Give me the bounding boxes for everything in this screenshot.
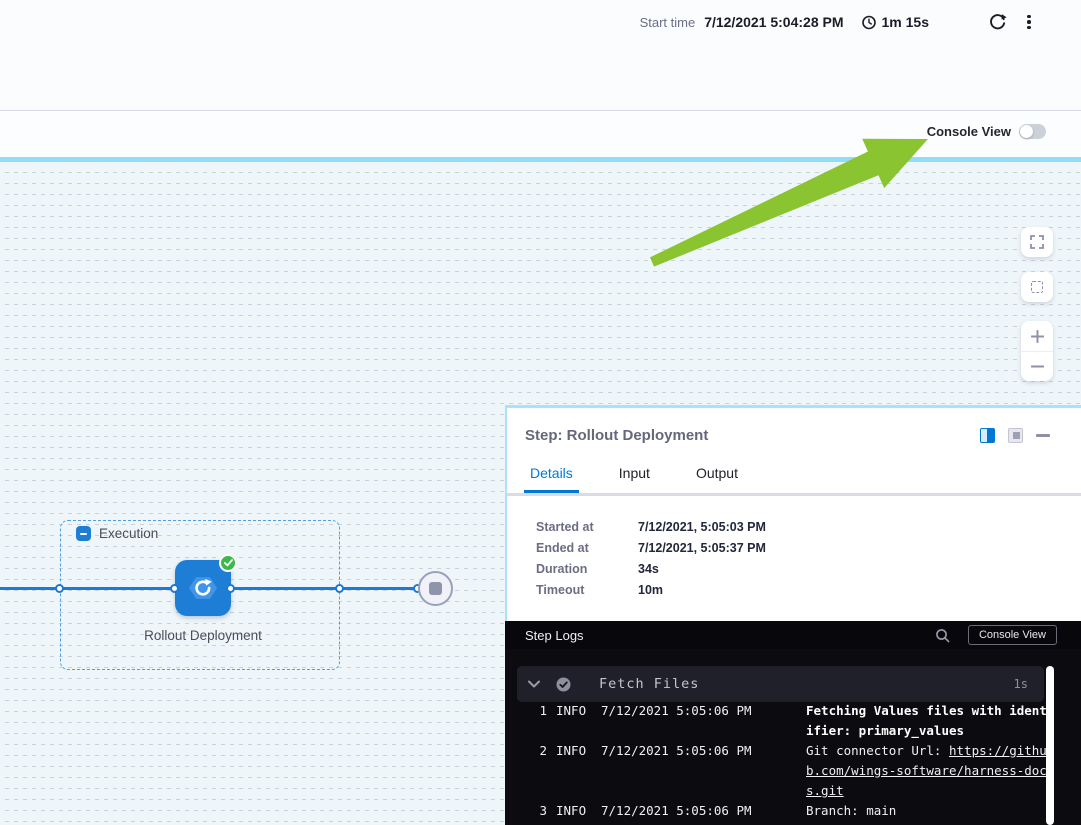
log-body: Fetch Files 1s 1INFO7/12/2021 5:05:06 PM… (505, 649, 1081, 825)
log-message: Fetching Values files with identifier: p… (806, 701, 1049, 741)
execution-meta: Start time 7/12/2021 5:04:28 PM 1m 15s (640, 10, 1041, 34)
detail-label: Timeout (536, 583, 638, 597)
connection-point[interactable] (335, 584, 344, 593)
log-row: 1INFO7/12/2021 5:05:06 PMFetching Values… (505, 701, 1079, 741)
minus-icon (1030, 359, 1045, 374)
detail-label: Duration (536, 562, 638, 576)
toggle-knob (1020, 125, 1033, 138)
log-message: Branch: main (806, 801, 1049, 821)
console-view-toggle[interactable] (1019, 124, 1046, 139)
log-rows: 1INFO7/12/2021 5:05:06 PMFetching Values… (505, 701, 1079, 821)
start-time-value: 7/12/2021 5:04:28 PM (704, 14, 843, 30)
node-label: Rollout Deployment (143, 625, 263, 647)
connection-point[interactable] (226, 584, 235, 593)
log-section-name: Fetch Files (599, 676, 1014, 692)
detail-value: 7/12/2021, 5:05:37 PM (638, 541, 766, 555)
clock-icon (861, 14, 877, 30)
fit-to-screen-button[interactable] (1021, 272, 1053, 302)
canvas-header-bar: Console View (0, 112, 1081, 157)
tab-output[interactable]: Output (690, 465, 744, 491)
step-logs-header: Step Logs Console View (505, 621, 1081, 649)
detail-label: Started at (536, 520, 638, 534)
log-message: Git connector Url: https://github.com/wi… (806, 741, 1049, 801)
end-node[interactable] (418, 571, 453, 606)
chevron-down-icon (528, 680, 540, 688)
zoom-buttons (1021, 321, 1053, 381)
dock-left-icon[interactable] (980, 428, 995, 443)
console-view-label: Console View (927, 124, 1011, 139)
more-options-button[interactable] (1017, 10, 1041, 34)
fullscreen-button[interactable] (1021, 227, 1053, 257)
step-details: Started at 7/12/2021, 5:05:03 PM Ended a… (536, 520, 766, 604)
kebab-icon (1027, 15, 1031, 30)
panel-tabs: Details Input Output (524, 465, 744, 491)
step-logs-title: Step Logs (525, 628, 935, 643)
log-console-view-button[interactable]: Console View (968, 625, 1057, 645)
elapsed-time: 1m 15s (861, 14, 929, 30)
tab-divider (507, 493, 1081, 496)
rollout-icon (187, 572, 219, 609)
start-time-label: Start time (640, 15, 696, 30)
collapse-group-button[interactable] (76, 526, 91, 541)
search-icon (935, 628, 950, 643)
minimize-panel-button[interactable] (1036, 434, 1050, 437)
detail-row-duration: Duration 34s (536, 562, 766, 576)
check-circle-icon (556, 677, 571, 692)
detail-row-timeout: Timeout 10m (536, 583, 766, 597)
tab-details[interactable]: Details (524, 465, 579, 491)
panel-title: Step: Rollout Deployment (525, 427, 980, 444)
fullscreen-icon (1030, 235, 1044, 249)
zoom-in-button[interactable] (1021, 321, 1053, 351)
step-details-panel: Step: Rollout Deployment Details Input O… (505, 405, 1081, 825)
log-row: 3INFO7/12/2021 5:05:06 PMBranch: main (505, 801, 1079, 821)
connection-point[interactable] (170, 584, 179, 593)
tab-input[interactable]: Input (613, 465, 656, 491)
detail-label: Ended at (536, 541, 638, 555)
dock-right-icon[interactable] (1008, 428, 1023, 443)
canvas-top-border (0, 157, 1081, 162)
plus-icon (1030, 329, 1045, 344)
canvas-controls (1021, 227, 1053, 381)
fit-icon (1031, 281, 1043, 293)
stop-square-icon (429, 582, 442, 595)
elapsed-value: 1m 15s (882, 14, 929, 30)
log-search-button[interactable] (935, 628, 950, 643)
connection-point[interactable] (55, 584, 64, 593)
zoom-out-button[interactable] (1021, 351, 1053, 381)
success-check-icon (219, 554, 237, 572)
detail-row-started: Started at 7/12/2021, 5:05:03 PM (536, 520, 766, 534)
log-row: 2INFO7/12/2021 5:05:06 PMGit connector U… (505, 741, 1079, 801)
log-section-fetch-files[interactable]: Fetch Files 1s (517, 666, 1044, 702)
refresh-button[interactable] (985, 10, 1009, 34)
log-scrollbar[interactable] (1046, 666, 1054, 825)
rollout-deployment-node[interactable] (175, 560, 231, 616)
log-section-duration: 1s (1014, 677, 1028, 691)
detail-row-ended: Ended at 7/12/2021, 5:05:37 PM (536, 541, 766, 555)
detail-value: 34s (638, 562, 659, 576)
minus-icon (80, 533, 87, 535)
execution-group-label: Execution (99, 526, 158, 541)
step-logs-panel: Step Logs Console View Fetch Files 1s (505, 621, 1081, 825)
detail-value: 7/12/2021, 5:05:03 PM (638, 520, 766, 534)
detail-value: 10m (638, 583, 663, 597)
top-bar: Start time 7/12/2021 5:04:28 PM 1m 15s (0, 0, 1081, 111)
